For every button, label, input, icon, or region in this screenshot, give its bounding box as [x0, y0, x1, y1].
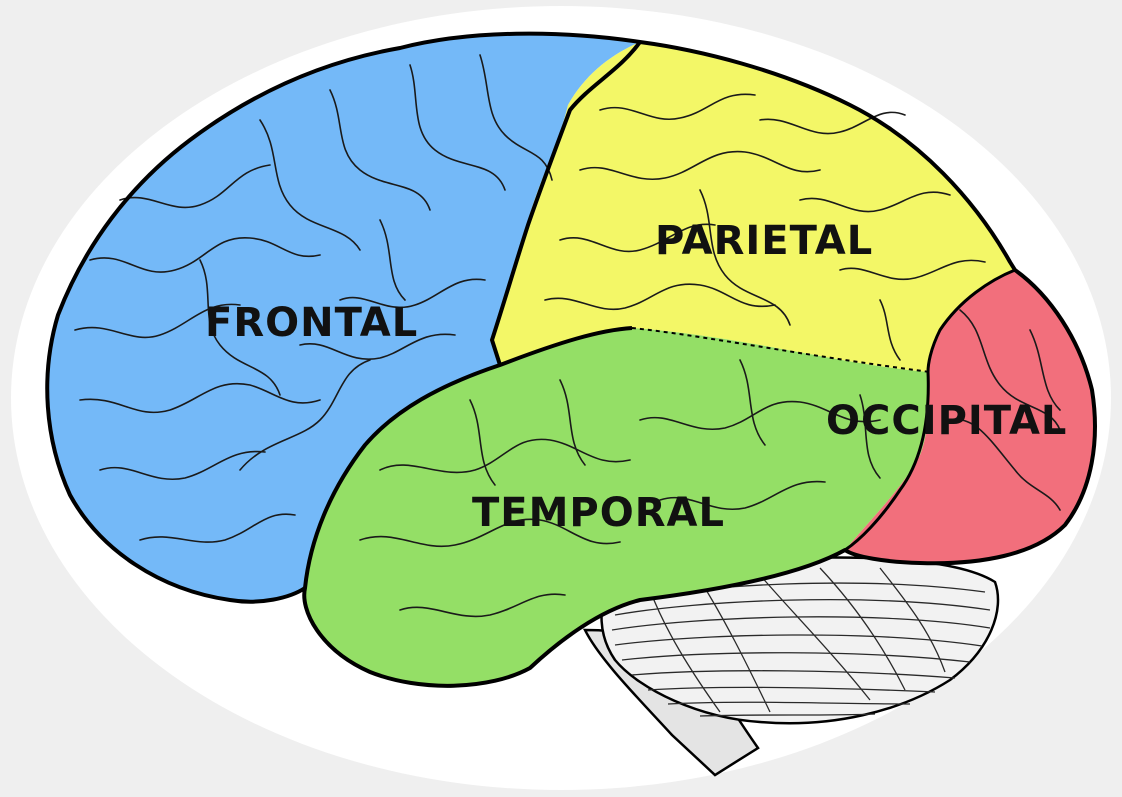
parietal-label: PARIETAL [655, 218, 873, 264]
occipital-label: OCCIPITAL [826, 398, 1067, 444]
temporal-label: TEMPORAL [472, 490, 725, 536]
frontal-label: FRONTAL [205, 300, 418, 346]
